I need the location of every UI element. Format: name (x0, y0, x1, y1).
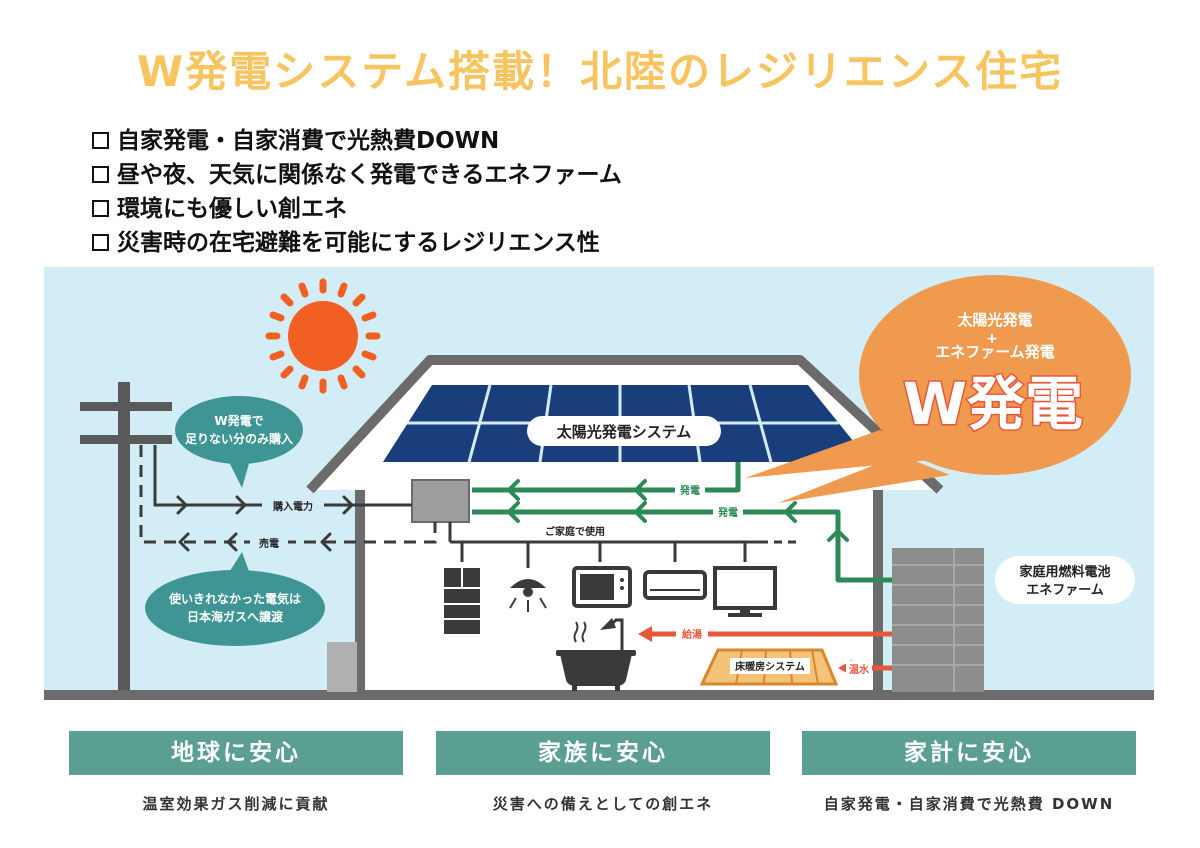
power-conditioner (411, 479, 470, 523)
floor-heating-label: 床暖房システム (735, 660, 805, 673)
benefit-caption-budget: 自家発電・自家消費で光熱費 DOWN (823, 795, 1115, 813)
checkbox-icon (92, 234, 109, 251)
benefit-heading-family: 家族に安心 (436, 731, 770, 775)
transfer-bubble-line2: 日本海ガスへ譲渡 (187, 609, 284, 624)
air-conditioner-icon (643, 570, 707, 600)
ground-line (44, 690, 1154, 700)
solar-panel-array (383, 384, 870, 463)
buy-bubble-line1: W発電で (214, 413, 263, 428)
utility-pole (80, 382, 172, 694)
page-title: W発電システム搭載！北陸のレジリエンス住宅 (136, 47, 1064, 96)
benefit-caption-earth: 温室効果ガス削減に貢献 (142, 795, 330, 813)
solar-system-label: 太陽光発電システム (557, 423, 692, 441)
microwave-icon (572, 566, 632, 608)
checklist-text: 自家発電・自家消費で光熱費DOWN (117, 128, 500, 154)
fuel-cell-label-box (995, 556, 1135, 604)
buy-power-label: 購入電力 (272, 500, 313, 513)
television-icon (713, 566, 777, 617)
fuel-cell-unit (892, 548, 984, 692)
sell-power-label: 売電 (259, 537, 279, 550)
benefit-heading-earth: 地球に安心 (69, 731, 403, 775)
w-bubble-main: W発電 (903, 370, 1083, 438)
sun-icon (265, 278, 381, 394)
fuel-cell-label-line1: 家庭用燃料電池 (1019, 564, 1110, 580)
checkbox-icon (92, 166, 109, 183)
w-bubble-line1: 太陽光発電 (957, 311, 1032, 329)
w-power-bubble (745, 275, 1131, 503)
checklist-item: 災害時の在宅避難を可能にするレジリエンス性 (92, 226, 622, 260)
transfer-bubble (145, 552, 325, 646)
bathtub-icon (556, 618, 636, 691)
feature-checklist: 自家発電・自家消費で光熱費DOWN 昼や夜、天気に関係なく発電できるエネファーム… (92, 124, 622, 260)
checklist-item: 環境にも優しい創エネ (92, 192, 622, 226)
gas-meter (327, 642, 357, 692)
buy-bubble (175, 396, 303, 488)
generation-label-2: 発電 (717, 506, 738, 519)
generation-label-1: 発電 (679, 484, 700, 497)
checklist-text: 昼や夜、天気に関係なく発電できるエネファーム (117, 162, 622, 188)
benefit-caption-family: 災害への備えとしての創エネ (492, 795, 714, 813)
checkbox-icon (92, 200, 109, 217)
w-bubble-plus: + (986, 331, 998, 347)
warm-water-label: 温水 (849, 663, 870, 676)
refrigerator-icon (444, 568, 480, 634)
floor-heating-panel (699, 648, 839, 686)
checkbox-icon (92, 132, 109, 149)
checklist-item: 自家発電・自家消費で光熱費DOWN (92, 124, 622, 158)
checklist-text: 災害時の在宅避難を可能にするレジリエンス性 (117, 230, 600, 256)
w-bubble-line2: エネファーム発電 (935, 343, 1055, 361)
hot-water-label: 給湯 (682, 628, 702, 641)
transfer-bubble-line1: 使いきれなかった電気は (168, 591, 301, 606)
fuel-cell-label-line2: エネファーム (1026, 583, 1104, 598)
checklist-item: 昼や夜、天気に関係なく発電できるエネファーム (92, 158, 622, 192)
buy-bubble-line2: 足りない分のみ購入 (185, 431, 293, 446)
lamp-icon (509, 579, 547, 612)
benefit-heading-budget: 家計に安心 (802, 731, 1136, 775)
home-use-label: ご家庭で使用 (545, 525, 605, 538)
checklist-text: 環境にも優しい創エネ (117, 196, 347, 222)
